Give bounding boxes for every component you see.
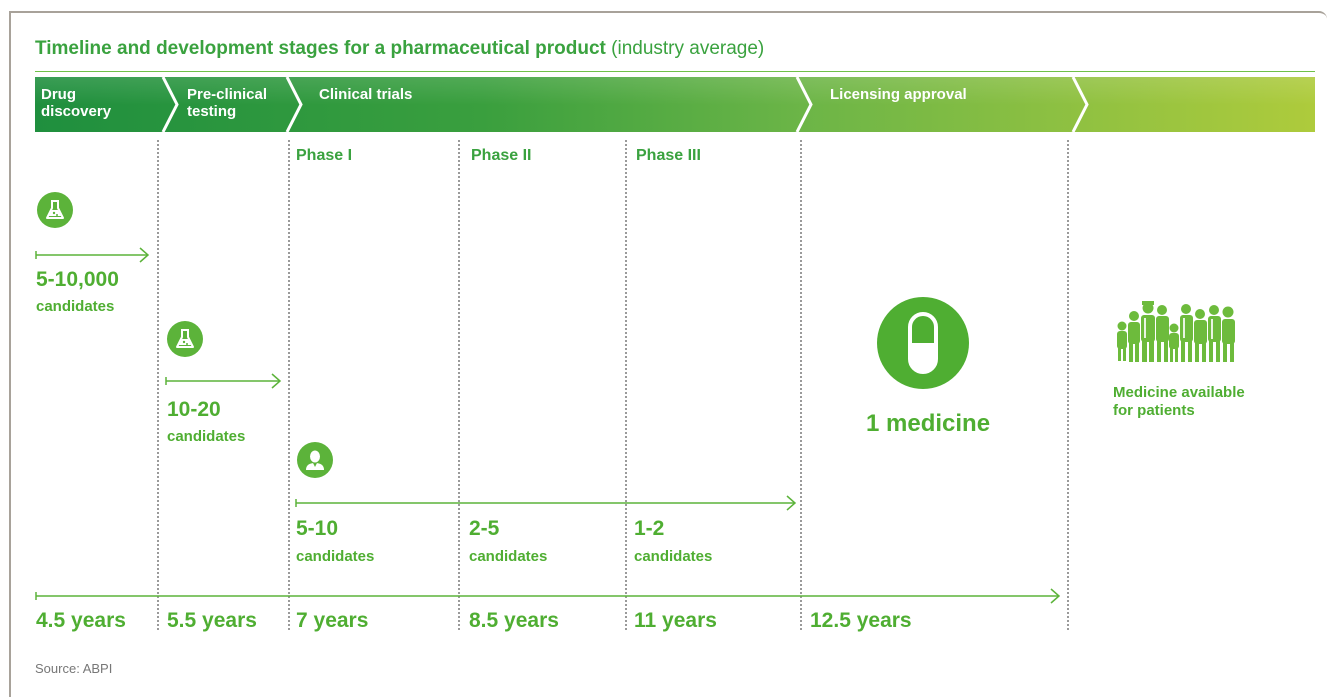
stage-separator — [795, 76, 813, 133]
candidate-count-phase-2: 2-5 — [469, 517, 500, 540]
years-phase-2: 8.5 years — [469, 609, 559, 632]
figure-frame — [9, 11, 1327, 697]
candidate-label: candidates — [634, 548, 713, 565]
column-divider — [458, 140, 460, 630]
medicine-count-label: 1 medicine — [866, 410, 991, 437]
candidate-count-phase-1: 5-10 — [296, 517, 339, 540]
phase-1-label: Phase I — [296, 147, 353, 164]
years-pre-clinical: 5.5 years — [167, 609, 257, 632]
candidate-label: candidates — [469, 548, 548, 565]
candidate-count-drug-discovery: 5-10,000 — [36, 268, 119, 291]
candidate-label: candidates — [167, 428, 246, 445]
people-icon — [1117, 301, 1235, 362]
years-drug-discovery: 4.5 years — [36, 609, 126, 632]
column-divider — [157, 140, 159, 630]
flask-icon — [37, 192, 73, 228]
stage-separator — [1071, 76, 1089, 133]
flask-icon — [167, 321, 203, 357]
years-phase-3: 11 years — [634, 609, 717, 632]
candidate-count-phase-3: 1-2 — [634, 517, 665, 540]
column-divider — [625, 140, 627, 630]
column-divider — [288, 140, 290, 630]
stage-separator — [161, 76, 179, 133]
column-divider — [1067, 140, 1069, 630]
stage-licensing: Licensing approval — [830, 86, 967, 103]
title-divider — [35, 71, 1315, 72]
stage-separator — [285, 76, 303, 133]
candidate-count-pre-clinical: 10-20 — [167, 398, 221, 421]
capsule-icon — [877, 297, 969, 389]
figure-title: Timeline and development stages for a ph… — [35, 38, 765, 59]
years-phase-1: 7 years — [296, 609, 369, 632]
phase-2-label: Phase II — [471, 147, 532, 164]
years-licensing: 12.5 years — [810, 609, 912, 632]
phase-3-label: Phase III — [636, 147, 701, 164]
candidate-label: candidates — [36, 298, 115, 315]
source-note: Source: ABPI — [35, 661, 113, 676]
candidate-label: candidates — [296, 548, 375, 565]
stage-clinical-trials: Clinical trials — [319, 86, 413, 103]
column-divider — [800, 140, 802, 630]
person-icon — [297, 442, 333, 478]
